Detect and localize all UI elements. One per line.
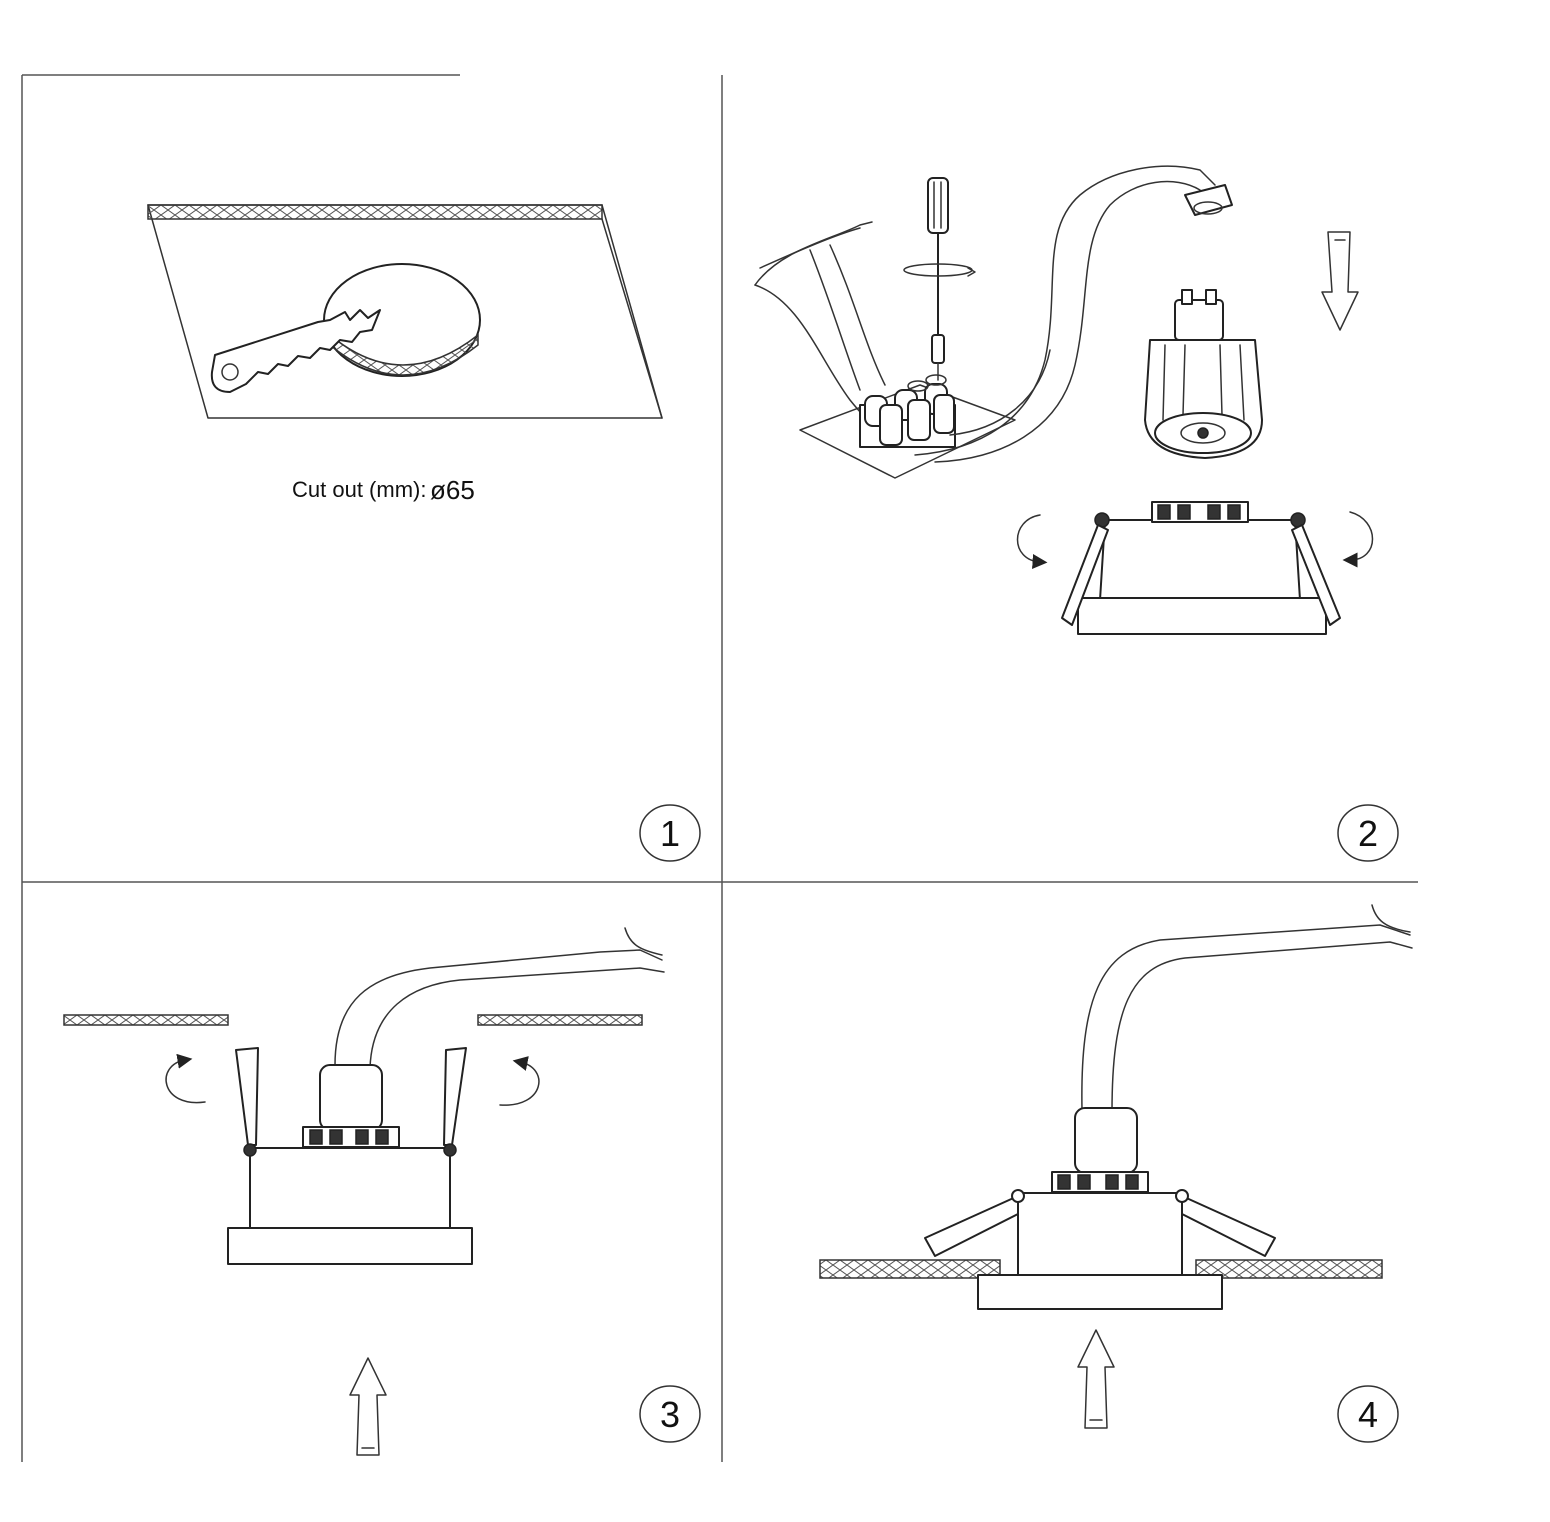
gu10-connector-icon [1184, 184, 1233, 216]
panel-2-wiring: 2 [754, 165, 1399, 862]
ceiling-right [1195, 1259, 1383, 1279]
fixture-housing-icon [1061, 501, 1341, 635]
panel-1-cut-hole: Cut out (mm): ø65 1 [147, 204, 701, 862]
fixture-cable [1081, 904, 1413, 1113]
step-2-number: 2 [1358, 813, 1378, 854]
step-1-badge: 1 [639, 804, 701, 862]
panel-4-installed: 4 [819, 904, 1413, 1443]
arrow-up-icon [349, 1357, 387, 1456]
spring-clip-left [235, 1047, 259, 1146]
step-1-number: 1 [660, 813, 680, 854]
cutout-disc [323, 263, 481, 377]
fixture-housing-icon [227, 1064, 473, 1265]
panel-3-insert: 3 [63, 927, 701, 1456]
cutout-value: ø65 [430, 475, 475, 505]
step-3-number: 3 [660, 1394, 680, 1435]
fixture-cable [334, 927, 665, 1069]
ceiling-left [63, 1014, 229, 1026]
gu10-lamp-icon [1144, 289, 1263, 459]
spring-clip-right [443, 1047, 467, 1146]
ceiling-left [819, 1259, 1001, 1279]
saw-icon [210, 309, 381, 393]
step-2-badge: 2 [1337, 804, 1399, 862]
step-3-badge: 3 [639, 1385, 701, 1443]
ceiling-board [147, 204, 663, 419]
rotate-left-icon [1016, 514, 1048, 569]
step-4-badge: 4 [1337, 1385, 1399, 1443]
fixture-housing-icon [924, 1107, 1276, 1310]
arrow-up-icon [1077, 1329, 1115, 1429]
rotate-left-icon [165, 1053, 206, 1104]
panel-frame [21, 74, 1418, 1462]
ceiling-right [477, 1014, 643, 1026]
arrow-down-icon [1321, 231, 1359, 331]
lamp-cable [914, 165, 1216, 463]
rotate-right-icon [499, 1056, 540, 1106]
rotate-right-icon [1342, 511, 1374, 568]
cutout-label: Cut out (mm): [292, 477, 426, 502]
terminal-block-icon [859, 374, 956, 448]
screwdriver-icon [903, 177, 976, 381]
step-4-number: 4 [1358, 1394, 1378, 1435]
